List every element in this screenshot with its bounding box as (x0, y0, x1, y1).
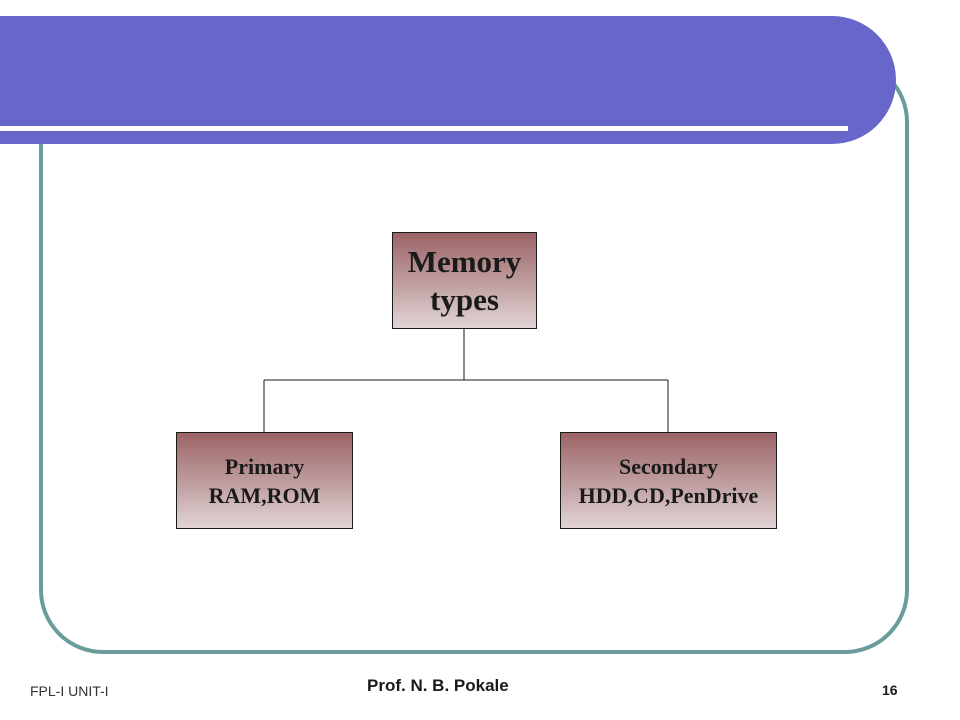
primary-label-line1: Primary (224, 453, 305, 479)
secondary-label-line2: HDD,CD,PenDrive (578, 482, 759, 508)
root-label-line1: Memory (407, 243, 522, 279)
banner-underline (0, 126, 848, 131)
secondary-memory-node: Secondary HDD,CD,PenDrive (560, 432, 777, 529)
primary-memory-node: Primary RAM,ROM (176, 432, 353, 529)
secondary-label-line1: Secondary (619, 453, 718, 479)
root-label-line2: types (430, 281, 499, 317)
footer-course-label: FPL-I UNIT-I (30, 683, 109, 699)
footer-author: Prof. N. B. Pokale (367, 676, 509, 695)
title-banner (0, 16, 896, 144)
page-number: 16 (882, 682, 898, 698)
primary-label-line2: RAM,ROM (208, 482, 321, 508)
memory-types-node: Memory types (392, 232, 537, 329)
